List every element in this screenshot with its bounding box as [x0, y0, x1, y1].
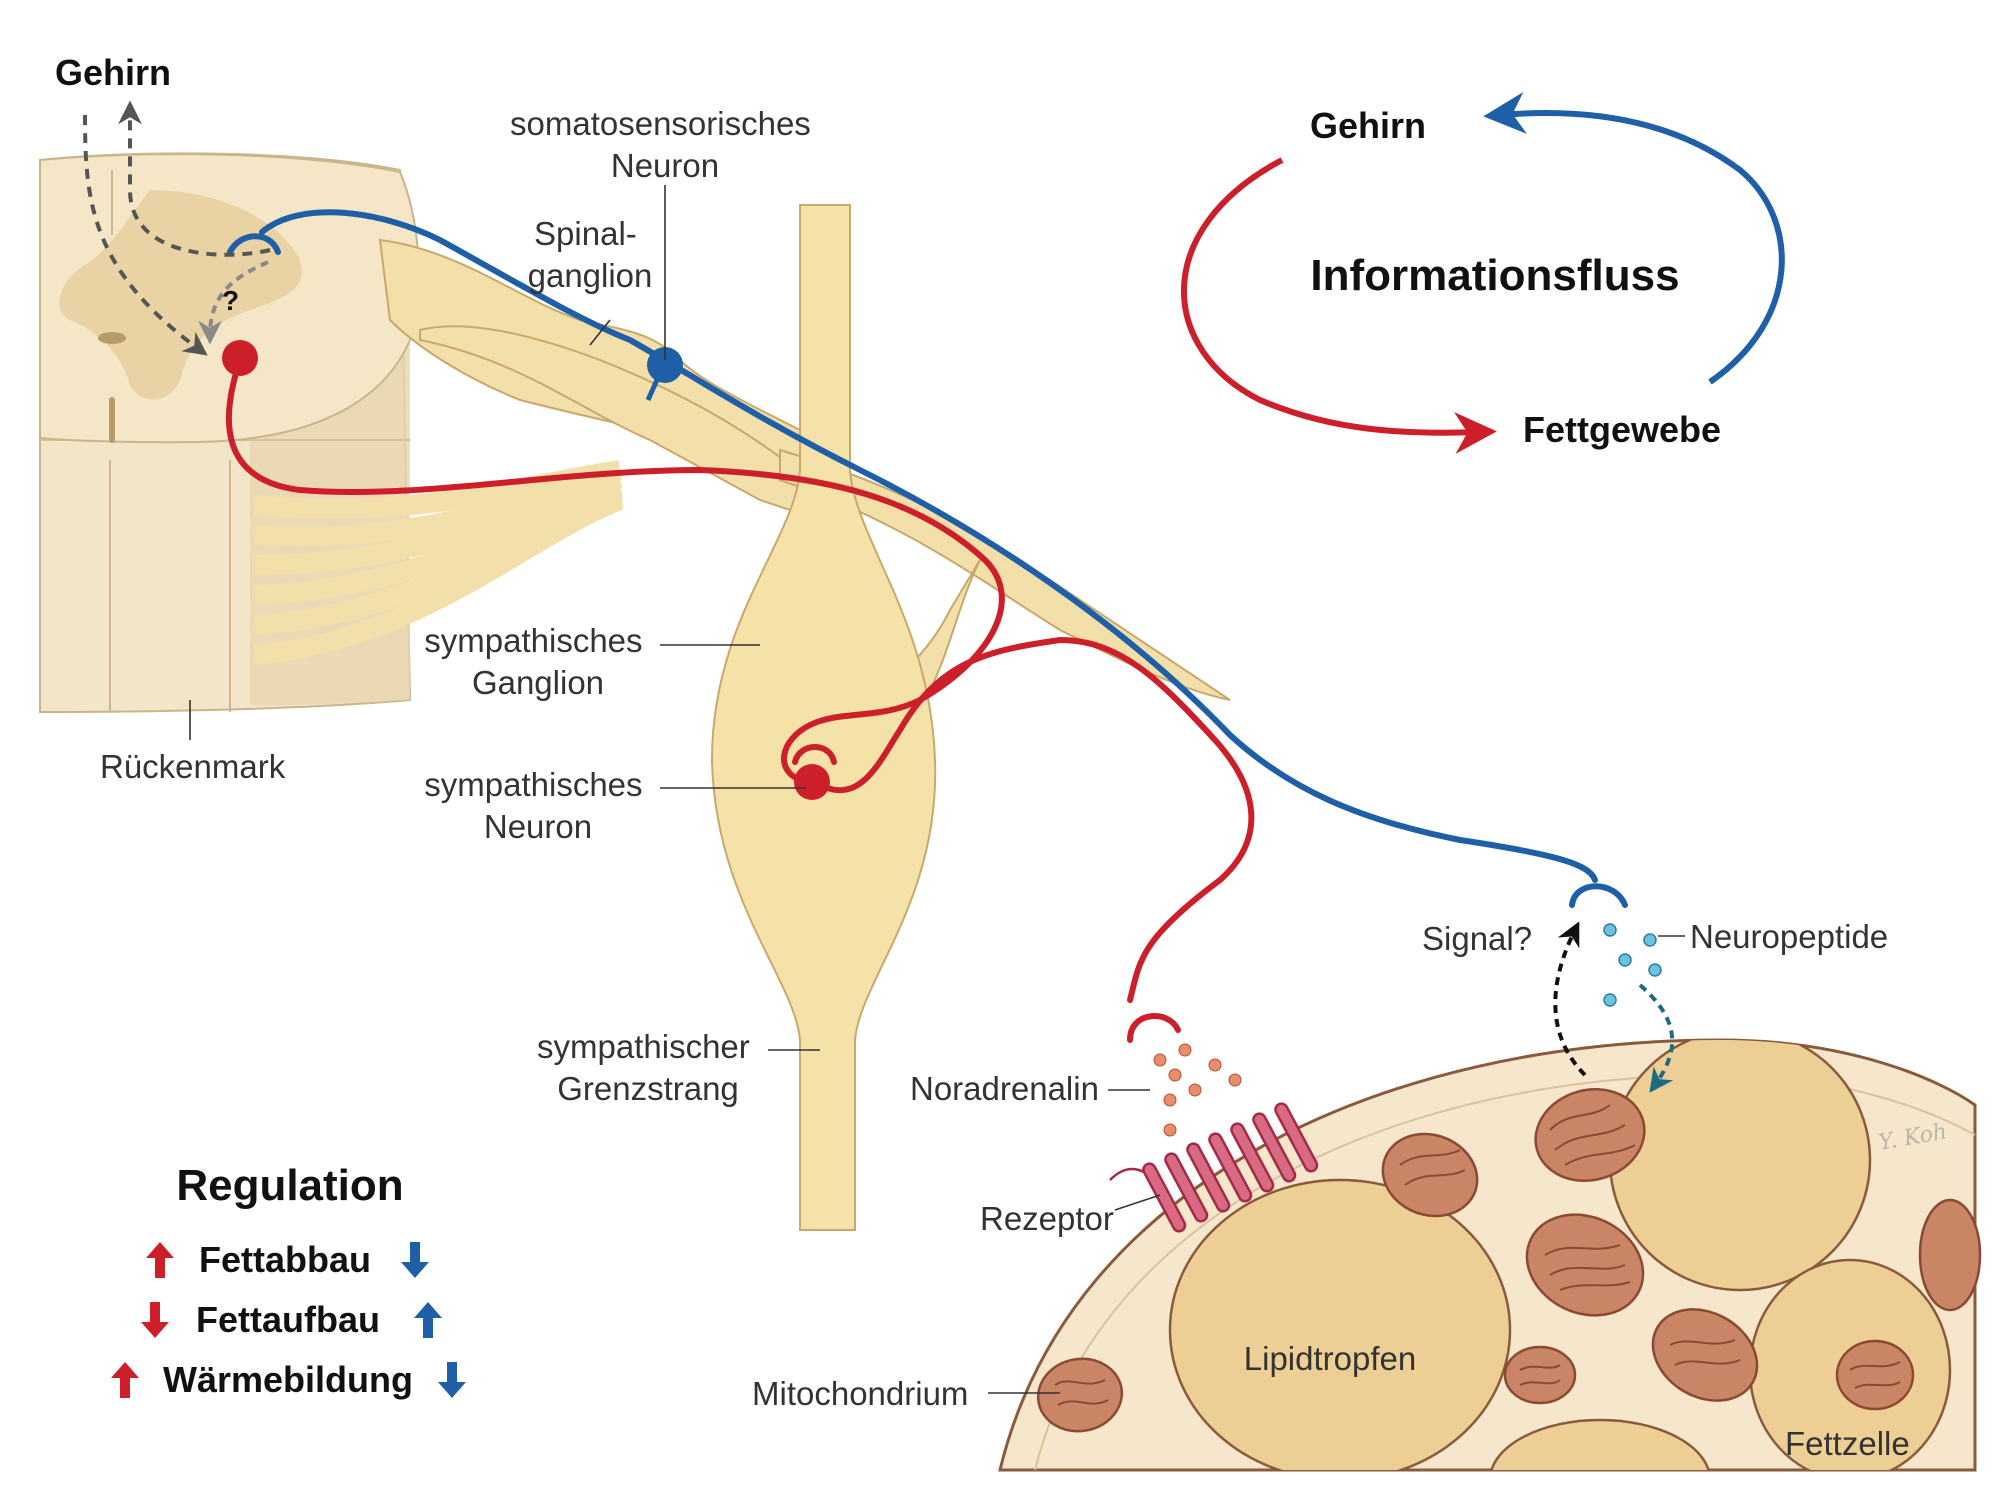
- noradrenaline-label: Noradrenalin: [910, 1070, 1099, 1107]
- mitochondrion: [1381, 1132, 1479, 1218]
- afferent-arrow: [1483, 91, 1785, 385]
- neuropeptide-label: Neuropeptide: [1690, 918, 1888, 955]
- mitochondrion: [1503, 1345, 1577, 1405]
- red-up-arrow-icon: [111, 1362, 139, 1398]
- mitochondria-cristae: [1054, 1104, 1901, 1406]
- receptor: [1109, 1102, 1319, 1233]
- sympathetic-neuron-label: sympathisches Neuron: [424, 766, 651, 845]
- mitochondria: [1036, 1088, 1982, 1433]
- regulation-row: Fettabbau: [146, 1239, 429, 1280]
- spinal-cord-label: Rückenmark: [100, 748, 286, 785]
- fat-cell: [998, 1038, 1982, 1472]
- sensory-terminal: [1569, 883, 1628, 908]
- postganglionic-fiber: [812, 636, 1255, 1003]
- regulation-row: Wärmebildung: [111, 1359, 466, 1400]
- regulation-row: Fettaufbau: [141, 1299, 442, 1340]
- ventral-roots: [254, 460, 624, 665]
- blue-up-arrow-icon: [414, 1302, 442, 1338]
- info-flow-title: Informationsfluss: [1310, 251, 1679, 300]
- info-flow-fat-tissue: Fettgewebe: [1523, 409, 1721, 450]
- afferent-fiber: [259, 209, 1598, 883]
- preganglionic-fiber: [225, 357, 1005, 783]
- neuropeptide-arrow: [1638, 983, 1675, 1093]
- somatosensory-neuron-label: somatosensorisches Neuron: [510, 105, 820, 184]
- signal-label: Signal?: [1422, 920, 1532, 957]
- sympathetic-terminal: [1127, 1013, 1181, 1043]
- regulation-title: Regulation: [176, 1161, 403, 1210]
- lipid-droplet-label: Lipidtropfen: [1244, 1340, 1416, 1377]
- efferent-arrow: [1181, 157, 1497, 454]
- info-flow-brain: Gehirn: [1310, 105, 1426, 146]
- signal-arrow: [1553, 921, 1587, 1077]
- mitochondrion: [1835, 1339, 1915, 1411]
- mitochondrion-label: Mitochondrium: [752, 1375, 968, 1412]
- mitochondrion: [1651, 1308, 1759, 1402]
- regulation-row-label: Fettaufbau: [196, 1299, 380, 1340]
- sympathetic-trunk-label: sympathischer Grenzstrang: [537, 1028, 759, 1107]
- lipid-droplet: [1608, 1040, 1872, 1292]
- sympathetic-ganglion-label: sympathisches Ganglion: [424, 622, 651, 701]
- regulation-legend: Regulation FettabbauFettaufbauWärmebildu…: [111, 1161, 466, 1400]
- somatosensory-neuron-body: [647, 347, 683, 383]
- brain-label: Gehirn: [55, 52, 171, 93]
- mitochondrion: [1036, 1357, 1124, 1433]
- regulation-row-label: Wärmebildung: [163, 1359, 413, 1400]
- receptor-label: Rezeptor: [980, 1200, 1114, 1237]
- fat-cell-label: Fettzelle: [1785, 1425, 1910, 1462]
- regulation-row-label: Fettabbau: [199, 1239, 371, 1280]
- label-leaders: [189, 185, 1685, 1394]
- spinal-ganglion-label: Spinal- ganglion: [528, 215, 653, 294]
- mitochondrion: [1525, 1213, 1645, 1317]
- red-down-arrow-icon: [141, 1302, 169, 1338]
- lipid-droplet: [1168, 1178, 1512, 1470]
- blue-down-arrow-icon: [401, 1242, 429, 1278]
- central-neuron: [222, 233, 281, 376]
- neuropeptide-vesicles: [1603, 923, 1662, 1007]
- blue-down-arrow-icon: [438, 1362, 466, 1398]
- sympathetic-neuron-body: [792, 744, 837, 800]
- information-flow-diagram: Informationsfluss Gehirn Fettgewebe: [1181, 91, 1785, 454]
- brain-arrows: [83, 100, 271, 356]
- question-mark-label: ?: [222, 285, 239, 316]
- red-up-arrow-icon: [146, 1242, 174, 1278]
- mitochondrion: [1918, 1198, 1982, 1312]
- lipid-droplet: [1488, 1418, 1712, 1470]
- noradrenaline-vesicles: [1153, 1043, 1242, 1137]
